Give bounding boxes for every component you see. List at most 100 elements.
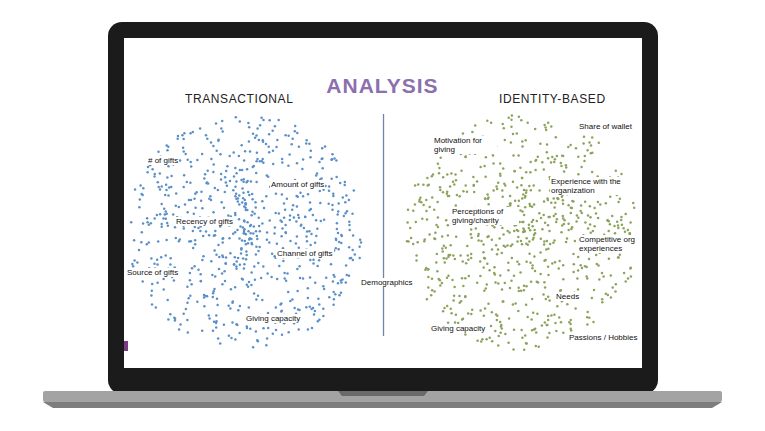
dot: [543, 240, 546, 243]
dot: [508, 317, 511, 320]
dot: [215, 122, 218, 125]
dot: [466, 245, 469, 248]
dot: [235, 267, 238, 270]
dot: [278, 265, 281, 268]
dot: [558, 260, 561, 263]
dot: [169, 257, 172, 260]
dot: [235, 192, 238, 195]
dot: [464, 296, 467, 299]
dot: [611, 286, 614, 289]
dot: [534, 159, 537, 162]
dot: [337, 202, 340, 205]
dot: [437, 163, 440, 166]
side-label: Demographics: [360, 278, 414, 287]
dot: [544, 126, 547, 129]
dot: [541, 161, 544, 164]
dot: [248, 194, 251, 197]
dot: [248, 140, 251, 143]
dot: [189, 132, 192, 135]
dot: [442, 310, 445, 313]
dot: [528, 252, 531, 255]
laptop-base: [43, 391, 722, 402]
dot: [547, 274, 550, 277]
dot: [257, 250, 260, 253]
dot: [210, 260, 213, 263]
dot: [192, 230, 195, 233]
dot: [483, 314, 486, 317]
dot: [316, 228, 319, 231]
dot: [416, 241, 419, 244]
dot: [554, 322, 557, 325]
dot: [244, 240, 247, 243]
dot: [445, 246, 448, 249]
dot: [223, 323, 226, 326]
dot: [619, 198, 622, 201]
dot: [480, 340, 483, 343]
dot: [153, 175, 156, 178]
dot: [571, 200, 574, 203]
dot: [577, 256, 580, 259]
dot: [472, 176, 475, 179]
dot: [461, 318, 464, 321]
dot: [306, 230, 309, 233]
dot: [217, 140, 220, 143]
dot: [491, 340, 494, 343]
dot: [281, 227, 284, 230]
dot: [530, 318, 533, 321]
dot: [279, 303, 282, 306]
dot: [439, 279, 442, 282]
dot: [133, 259, 136, 262]
dot: [525, 342, 528, 345]
dot: [151, 303, 154, 306]
dot: [491, 311, 494, 314]
dot: [297, 196, 300, 199]
dot: [307, 193, 310, 196]
dot: [589, 216, 592, 219]
dot: [494, 281, 497, 284]
dot: [512, 133, 515, 136]
dot: [296, 290, 299, 293]
dot: [253, 292, 256, 295]
dot: [204, 173, 207, 176]
dot: [516, 229, 519, 232]
laptop-notch: [338, 391, 428, 396]
dot: [547, 247, 550, 250]
dot: [521, 336, 524, 339]
dot: [545, 324, 548, 327]
dot: [305, 142, 308, 145]
dot: [301, 168, 304, 171]
dot: [591, 136, 594, 139]
dot: [445, 257, 448, 260]
dot: [616, 221, 619, 224]
dot: [237, 200, 240, 203]
dot: [543, 168, 546, 171]
dot: [272, 150, 275, 153]
dot: [471, 131, 474, 134]
dot: [545, 298, 548, 301]
dot: [466, 190, 469, 193]
dot: [265, 195, 268, 198]
dot: [484, 307, 487, 310]
dot: [499, 332, 502, 335]
dot: [501, 227, 504, 230]
dot: [243, 263, 246, 266]
dot: [629, 267, 632, 270]
dot: [470, 313, 473, 316]
dot: [539, 273, 542, 276]
dot: [241, 239, 244, 242]
dot: [309, 201, 312, 204]
dot: [239, 120, 242, 123]
dot: [174, 319, 177, 322]
dot: [332, 195, 335, 198]
dot: [233, 175, 236, 178]
dot: [417, 183, 420, 186]
dot: [532, 311, 535, 314]
dot: [534, 169, 537, 172]
dot: [550, 201, 553, 204]
dot: [162, 217, 165, 220]
dot: [218, 256, 221, 259]
dot: [281, 161, 284, 164]
dot: [586, 149, 589, 152]
dot: [610, 274, 613, 277]
dot: [521, 221, 524, 224]
